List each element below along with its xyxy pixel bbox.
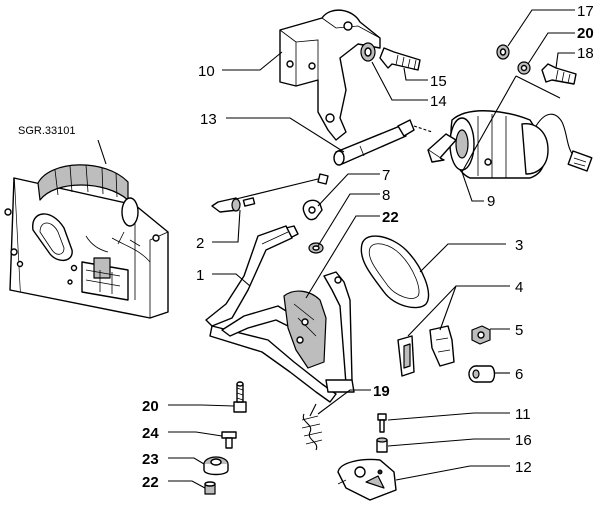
callout-20-lower: 20 [142, 398, 159, 415]
cable-part-2 [211, 173, 329, 213]
bushing-part-6 [468, 365, 496, 383]
callout-22-lower: 22 [142, 474, 159, 491]
plate-part-12 [337, 458, 397, 501]
washer-part-17 [496, 44, 510, 60]
cap-part-22 [204, 481, 216, 495]
reference-leader [97, 139, 107, 165]
callout-14: 14 [430, 93, 447, 110]
washer-part-14 [360, 42, 376, 62]
bracket-part-4 [397, 325, 455, 377]
callout-13: 13 [200, 111, 217, 128]
callout-24: 24 [142, 425, 159, 442]
spring-part-19 [301, 403, 323, 451]
callout-8: 8 [382, 187, 390, 204]
callout-10: 10 [198, 63, 215, 80]
motor-part-9 [427, 110, 593, 179]
nut-part-5 [471, 325, 491, 345]
bolt-part-18 [541, 63, 577, 85]
callout-3: 3 [515, 237, 523, 254]
callout-9: 9 [487, 193, 495, 210]
screw-part-11 [377, 413, 387, 433]
bolt-part-15 [379, 47, 421, 71]
washer-part-8 [308, 242, 324, 254]
clip-part-7 [302, 199, 323, 221]
callout-15: 15 [430, 73, 447, 90]
callout-22-top: 22 [382, 209, 399, 226]
bolt-part-20-lower [233, 381, 247, 413]
lever-assembly-part-1 [205, 225, 355, 403]
washer-part-20-top [517, 61, 531, 75]
callout-5: 5 [515, 322, 523, 339]
callout-19: 19 [373, 383, 390, 400]
screw-part-24 [221, 431, 237, 449]
gasket-part-3 [360, 235, 430, 309]
callout-numbers: 17 20 18 10 15 14 13 9 7 8 22 2 3 1 4 5 … [142, 3, 594, 491]
callout-4: 4 [515, 279, 523, 296]
callout-20-top: 20 [577, 25, 594, 42]
callout-23: 23 [142, 451, 159, 468]
sleeve-part-16 [376, 437, 388, 453]
callout-1: 1 [196, 267, 204, 284]
callout-7: 7 [382, 167, 390, 184]
pin-part-13 [333, 119, 415, 166]
callout-11: 11 [515, 406, 531, 423]
callout-17: 17 [577, 3, 594, 20]
overview-assembly [4, 164, 169, 319]
bracket-part-10 [279, 9, 381, 141]
callout-18: 18 [577, 45, 594, 62]
callout-6: 6 [515, 366, 523, 383]
callout-16: 16 [515, 432, 532, 449]
reference-code: SGR.33101 [18, 125, 75, 137]
knob-part-23 [203, 456, 229, 476]
callout-2: 2 [196, 235, 204, 252]
callout-12: 12 [515, 459, 532, 476]
leader-lines [168, 9, 575, 489]
